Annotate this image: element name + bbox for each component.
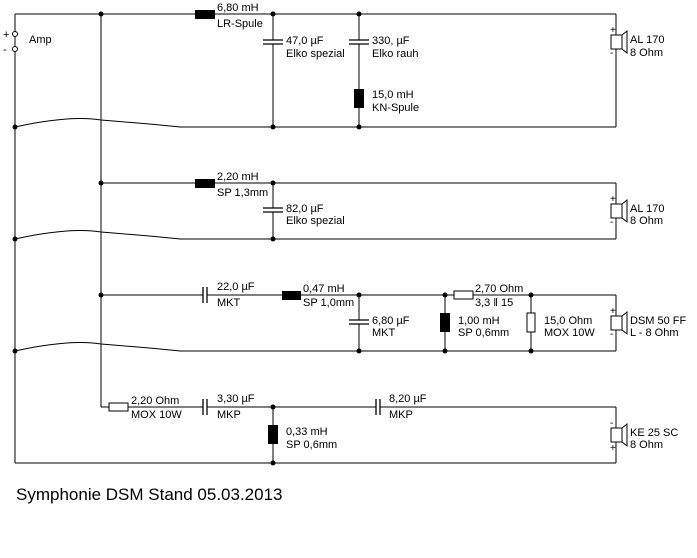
inductor-l5 [440, 313, 450, 332]
spk4-name: KE 25 SC [630, 427, 678, 439]
speaker-ke25sc [610, 427, 623, 443]
spk1-impedance: 8 Ohm [630, 47, 663, 59]
diagram-title: Symphonie DSM Stand 05.03.2013 [16, 485, 283, 504]
spk4-impedance: 8 Ohm [630, 439, 663, 451]
spk3-top-pol: + [610, 306, 616, 317]
branch-4: 2,20 Ohm MOX 10W 3,30 µF MKP 0,33 mH SP … [15, 393, 678, 466]
l2-desc: KN-Spule [372, 102, 419, 114]
c1-desc: Elko spezial [286, 48, 345, 60]
resistor-r3 [108, 402, 129, 412]
amp-plus-terminal [12, 31, 18, 37]
c7-value: 8,20 µF [389, 393, 427, 405]
branch-1: 6,80 mH LR-Spule 47,0 µF Elko spezial 33… [12, 2, 664, 130]
c4-desc: MKT [217, 297, 241, 309]
resistor-r1 [453, 290, 474, 300]
c5-value: 6,80 µF [372, 315, 410, 327]
l5-value: 1,00 mH [458, 315, 500, 327]
inductor-l6 [268, 425, 278, 444]
l6-desc: SP 0,6mm [286, 439, 337, 451]
r1-value: 2,70 Ohm [475, 283, 523, 295]
spk4-bottom-pol: + [610, 443, 616, 454]
spk1-bottom-pol: - [610, 48, 613, 59]
l1-desc: LR-Spule [217, 18, 263, 30]
inductor-l4 [282, 291, 301, 300]
branch-2: 2,20 mH SP 1,3mm 82,0 µF Elko spezial + … [12, 171, 664, 242]
spk2-impedance: 8 Ohm [630, 215, 663, 227]
c5-desc: MKT [372, 327, 396, 339]
spk3-name: DSM 50 FF [630, 315, 687, 327]
spk3-bottom-pol: - [610, 329, 613, 340]
l5-desc: SP 0,6mm [458, 327, 509, 339]
r3-value: 2,20 Ohm [131, 395, 179, 407]
l6-value: 0,33 mH [286, 426, 328, 438]
amp-label: Amp [29, 34, 52, 46]
spk2-top-pol: + [610, 194, 616, 205]
amp-minus-sign: - [3, 44, 7, 56]
l3-desc: SP 1,3mm [217, 187, 268, 199]
l2-value: 15,0 mH [372, 89, 414, 101]
spk2-bottom-pol: - [610, 217, 613, 228]
l1-value: 6,80 mH [217, 2, 259, 14]
c2-desc: Elko rauh [372, 48, 418, 60]
c1-value: 47,0 µF [286, 35, 324, 47]
inductor-l2 [354, 89, 364, 108]
r2-value: 15,0 Ohm [544, 315, 592, 327]
l4-desc: SP 1,0mm [303, 297, 354, 309]
spk1-name: AL 170 [630, 34, 664, 46]
speaker-al170-2 [610, 203, 623, 219]
c6-desc: MKP [217, 409, 241, 421]
c3-value: 82,0 µF [286, 203, 324, 215]
r2-desc: MOX 10W [544, 327, 595, 339]
spk2-name: AL 170 [630, 203, 664, 215]
inductor-l3 [195, 179, 215, 188]
spk3-impedance: L - 8 Ohm [630, 327, 679, 339]
speaker-al170-1 [610, 34, 623, 50]
l3-value: 2,20 mH [217, 171, 259, 183]
r1-desc: 3,3 ‖ 15 [475, 297, 513, 309]
c3-desc: Elko spezial [286, 215, 345, 227]
branch-3: 22,0 µF MKT 0,47 mH SP 1,0mm 6,80 µF MKT… [12, 281, 687, 354]
spk1-top-pol: + [610, 25, 616, 36]
l4-value: 0,47 mH [303, 283, 345, 295]
c4-value: 22,0 µF [217, 281, 255, 293]
amp-plus-sign: + [3, 29, 9, 41]
r3-desc: MOX 10W [131, 409, 182, 421]
amp-minus-terminal [12, 46, 18, 52]
resistor-r2 [526, 312, 536, 333]
c2-value: 330, µF [372, 35, 410, 47]
c7-desc: MKP [389, 409, 413, 421]
inductor-l1 [195, 10, 215, 19]
spk4-top-pol: - [610, 418, 613, 429]
c6-value: 3,30 µF [217, 393, 255, 405]
speaker-dsm50ff [610, 315, 623, 331]
